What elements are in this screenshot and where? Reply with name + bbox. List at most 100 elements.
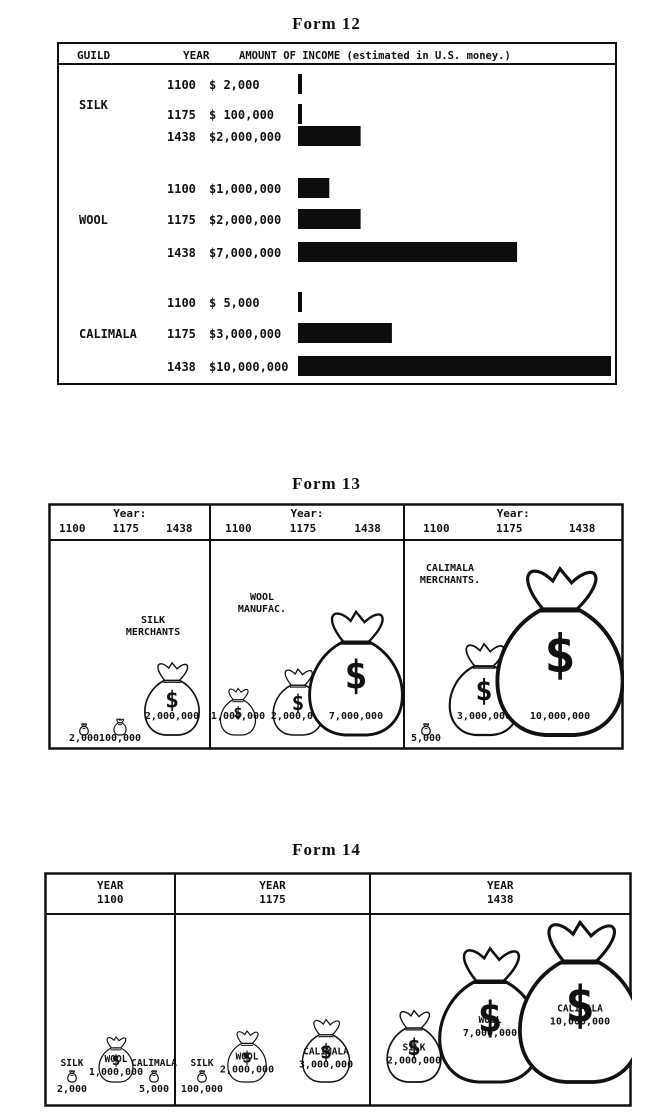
income-bar (298, 242, 518, 262)
money-bag-tie (157, 661, 189, 681)
money-bag-group (67, 1069, 77, 1083)
year-label: 1175 (113, 522, 140, 535)
amount-label: $2,000,000 (209, 130, 281, 144)
income-bar (298, 104, 302, 124)
money-bag-group: $ (301, 1018, 351, 1083)
money-bag-group (421, 722, 431, 736)
guild-label: SILK (141, 615, 165, 626)
amount-label: $ 2,000 (209, 78, 260, 92)
income-bar (298, 209, 361, 229)
money-bag-tie (228, 687, 249, 701)
year-label: 1438 (569, 522, 596, 535)
money-bag-tie (236, 1030, 259, 1044)
year-heading: YEAR (487, 879, 514, 892)
dollar-sign: $ (407, 1035, 421, 1061)
year-label: 1438 (167, 246, 196, 260)
money-bag-tie (284, 668, 313, 686)
money-bag-body (79, 725, 89, 736)
year-value: 1438 (487, 893, 514, 906)
bag-value-label: 2,000,000 (145, 711, 199, 722)
bag-value-label: 7,000,000 (329, 711, 383, 722)
money-bag-group: $ (308, 609, 404, 737)
dollar-sign: $ (565, 976, 595, 1034)
money-bag-body (308, 640, 404, 737)
amount-label: $ 5,000 (209, 296, 260, 310)
guild-label: MANUFAC. (238, 604, 286, 615)
guild-label: WOOL (250, 592, 274, 603)
bag-value-label: 5,000 (411, 733, 441, 744)
dollar-sign: $ (165, 688, 179, 714)
form13-frame (48, 503, 624, 750)
money-bag-group (79, 722, 89, 736)
income-bar (298, 323, 392, 343)
money-bag-group: $ (219, 687, 257, 736)
dollar-sign: $ (242, 1048, 252, 1067)
dollar-sign: $ (320, 1039, 332, 1063)
money-bag-tie (423, 722, 429, 727)
money-bag-body (227, 1042, 267, 1083)
guild-label: CALIMALA (426, 563, 474, 574)
bag-guild-label: SILK (191, 1058, 214, 1069)
money-bag-body (67, 1072, 77, 1083)
year-heading: YEAR (259, 879, 286, 892)
amount-label: $2,000,000 (209, 213, 281, 227)
year-heading: YEAR (97, 879, 124, 892)
year-label: 1175 (167, 327, 196, 341)
guild-label: MERCHANTS (126, 627, 180, 638)
year-label: 1100 (167, 182, 196, 196)
dollar-sign: $ (477, 992, 502, 1041)
bag-value-label: 1,000,000 (89, 1067, 143, 1078)
money-bag-tie (81, 722, 87, 727)
year-label: 1100 (167, 78, 196, 92)
dollar-sign: $ (344, 653, 367, 698)
bag-guild-label: CALIMALA (303, 1046, 349, 1057)
money-bag-tie (199, 1069, 205, 1074)
year-label: 1438 (167, 130, 196, 144)
money-bag-group: $ (98, 1035, 134, 1083)
money-bag-tie (330, 609, 384, 643)
money-bag-tie (313, 1018, 341, 1036)
money-bag-group: $ (386, 1009, 442, 1083)
amount-label: $3,000,000 (209, 327, 281, 341)
income-bar (298, 356, 611, 376)
bag-value-label: 10,000,000 (550, 1016, 610, 1027)
year-label: 1175 (496, 522, 523, 535)
bag-value-label: 2,000 (69, 733, 99, 744)
bag-guild-label: WOOL (105, 1054, 128, 1065)
year-heading: Year: (113, 507, 146, 520)
income-bar (298, 74, 302, 94)
year-header: YEAR (183, 49, 210, 62)
money-bag-body (495, 607, 624, 737)
bag-guild-label: WOOL (479, 1015, 502, 1026)
bag-value-label: 10,000,000 (530, 711, 590, 722)
dollar-sign: $ (292, 691, 305, 715)
guild-label: SILK (79, 98, 109, 112)
amount-label: $7,000,000 (209, 246, 281, 260)
dollar-sign: $ (544, 624, 576, 685)
bag-guild-label: CALIMALA (557, 1003, 603, 1014)
bag-guild-label: SILK (61, 1058, 84, 1069)
bag-value-label: 5,000 (139, 1084, 169, 1095)
money-bag-body (518, 959, 632, 1084)
money-bag-body (113, 722, 127, 736)
year-label: 1438 (166, 522, 193, 535)
form14-frame (44, 872, 632, 1107)
money-bag-body (219, 699, 257, 736)
bag-guild-label: WOOL (236, 1051, 259, 1062)
guild-label: MERCHANTS. (420, 575, 480, 586)
money-bag-tie (547, 919, 616, 963)
money-bag-tie (526, 565, 598, 611)
money-bag-group (197, 1069, 207, 1083)
bag-value-label: 1,000,000 (211, 711, 265, 722)
income-bar (298, 178, 330, 198)
money-bag-body (149, 1072, 159, 1083)
money-bag-tie (116, 717, 125, 724)
form14-pictogram: YEAR11002,000SILK$WOOL1,000,0005,000CALI… (44, 872, 632, 1107)
bag-value-label: 2,000,000 (387, 1055, 441, 1066)
income-bar (298, 292, 302, 312)
money-bag-group (113, 717, 127, 736)
money-bag-group: $ (518, 919, 632, 1084)
year-label: 1100 (167, 296, 196, 310)
bag-guild-label: SILK (403, 1042, 426, 1053)
bag-value-label: 7,000,000 (463, 1028, 517, 1039)
